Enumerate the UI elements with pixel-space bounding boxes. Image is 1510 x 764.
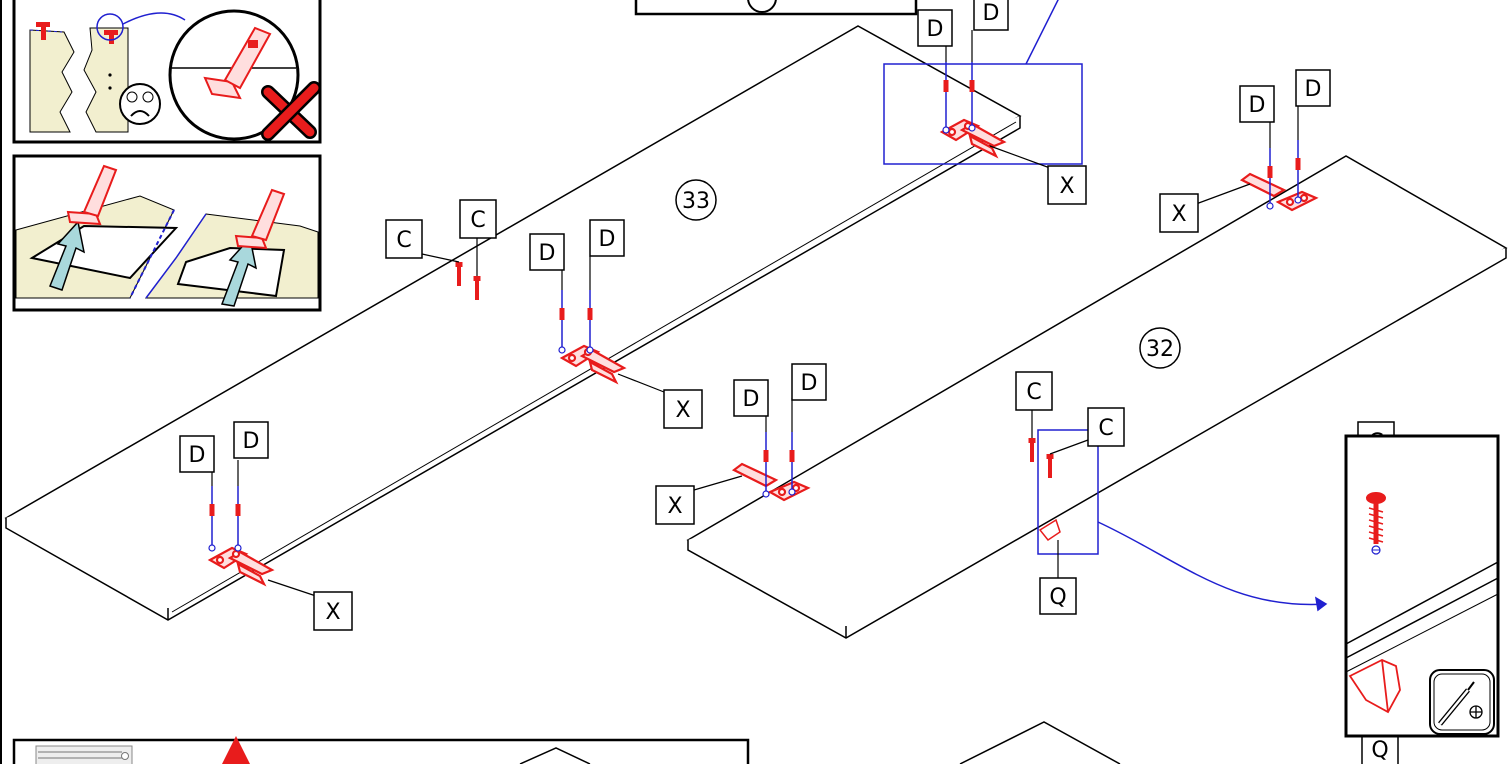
inset-wrong-hinge [12, 0, 322, 144]
label-c-3-text: C [1026, 380, 1041, 405]
part-number-33: 33 [675, 179, 717, 221]
label-d-8-text: D [801, 371, 818, 396]
label-x-5-text: X [1171, 202, 1186, 227]
callout-frame-top [883, 0, 1083, 165]
label-d-1-text: D [189, 443, 206, 468]
svg-text:32: 32 [1146, 337, 1174, 362]
label-d-4-text: D [599, 227, 616, 252]
screwdriver-icon [1429, 669, 1495, 735]
label-d-5-text: D [927, 17, 944, 42]
screw-c-4 [1046, 454, 1054, 478]
label-c-4: C [1087, 407, 1125, 447]
screw-d-2 [234, 486, 242, 552]
label-c-1-text: C [396, 228, 411, 253]
screw-c-detail-icon [1366, 492, 1386, 555]
screw-d-4 [586, 290, 594, 354]
label-d-2: D [233, 421, 269, 459]
label-c-4-text: C [1098, 416, 1113, 441]
label-x-3-text: X [1059, 174, 1074, 199]
warning-x-icon [261, 81, 321, 141]
label-c-3: C [1015, 371, 1053, 411]
label-x-5: X [1159, 193, 1199, 233]
screw-c-2 [473, 276, 481, 300]
partial-instruction-box [634, 0, 918, 16]
hinge-x-1 [207, 546, 275, 587]
label-d-7: D [733, 379, 769, 417]
svg-text:33: 33 [682, 189, 710, 214]
label-d-6: D [973, 0, 1009, 31]
label-c-2: C [459, 199, 497, 239]
board-partial-bottom [959, 721, 1121, 764]
screw-d-1 [208, 486, 216, 552]
label-x-3: X [1047, 165, 1087, 205]
label-x-1-text: X [325, 600, 340, 625]
label-d-7-text: D [743, 387, 760, 412]
leader-lines [211, 30, 1383, 734]
screw-d-3 [558, 290, 566, 354]
label-d-9-text: D [1249, 93, 1266, 118]
label-d-4: D [589, 219, 625, 257]
screw-d-7 [762, 432, 770, 498]
label-d-10-text: D [1305, 77, 1322, 102]
hinge-icon [203, 26, 272, 100]
callout-frame-catch [1037, 429, 1328, 612]
label-d-6-text: D [983, 1, 1000, 26]
screw-group [208, 62, 1302, 552]
label-x-4: X [655, 485, 695, 525]
screw-d-9 [1266, 148, 1274, 210]
label-x-2: X [663, 389, 703, 429]
label-q-2-text: Q [1371, 738, 1388, 763]
screw-d-5 [942, 62, 950, 134]
screw-d-6 [968, 62, 976, 132]
label-d-5: D [917, 9, 953, 47]
label-c-1: C [385, 219, 423, 259]
screw-d-8 [788, 432, 796, 496]
label-q-1: Q [1039, 577, 1077, 615]
screw-d-10 [1294, 140, 1302, 204]
label-d-3: D [529, 233, 565, 271]
label-q-1-text: Q [1049, 585, 1066, 610]
label-d-3-text: D [539, 241, 556, 266]
hinge-icon [66, 164, 286, 250]
inset-hinge-placement [12, 154, 322, 312]
label-x-2-text: X [675, 398, 690, 423]
label-x-4-text: X [667, 494, 682, 519]
screw-small-icon [36, 22, 118, 44]
catch-q [1038, 518, 1061, 542]
part-number-32: 32 [1139, 327, 1181, 369]
warning-triangle-icon [222, 736, 250, 764]
sad-face-icon [119, 83, 161, 125]
label-d-1: D [179, 435, 215, 473]
screw-c-1 [455, 262, 463, 286]
bottom-partial-inset [12, 736, 750, 764]
screw-c-3 [1028, 438, 1036, 462]
catch-icon [1348, 659, 1401, 714]
phillips-head-icon [1469, 705, 1483, 719]
arrow-up-icon [49, 220, 258, 307]
label-x-1: X [313, 591, 353, 631]
label-c-2-text: C [470, 208, 485, 233]
label-d-9: D [1239, 85, 1275, 123]
label-d-8: D [791, 363, 827, 401]
label-d-2-text: D [243, 429, 260, 454]
label-d-10: D [1295, 69, 1331, 107]
inset-catch-detail [1344, 434, 1500, 738]
board-33 [4, 25, 1022, 621]
